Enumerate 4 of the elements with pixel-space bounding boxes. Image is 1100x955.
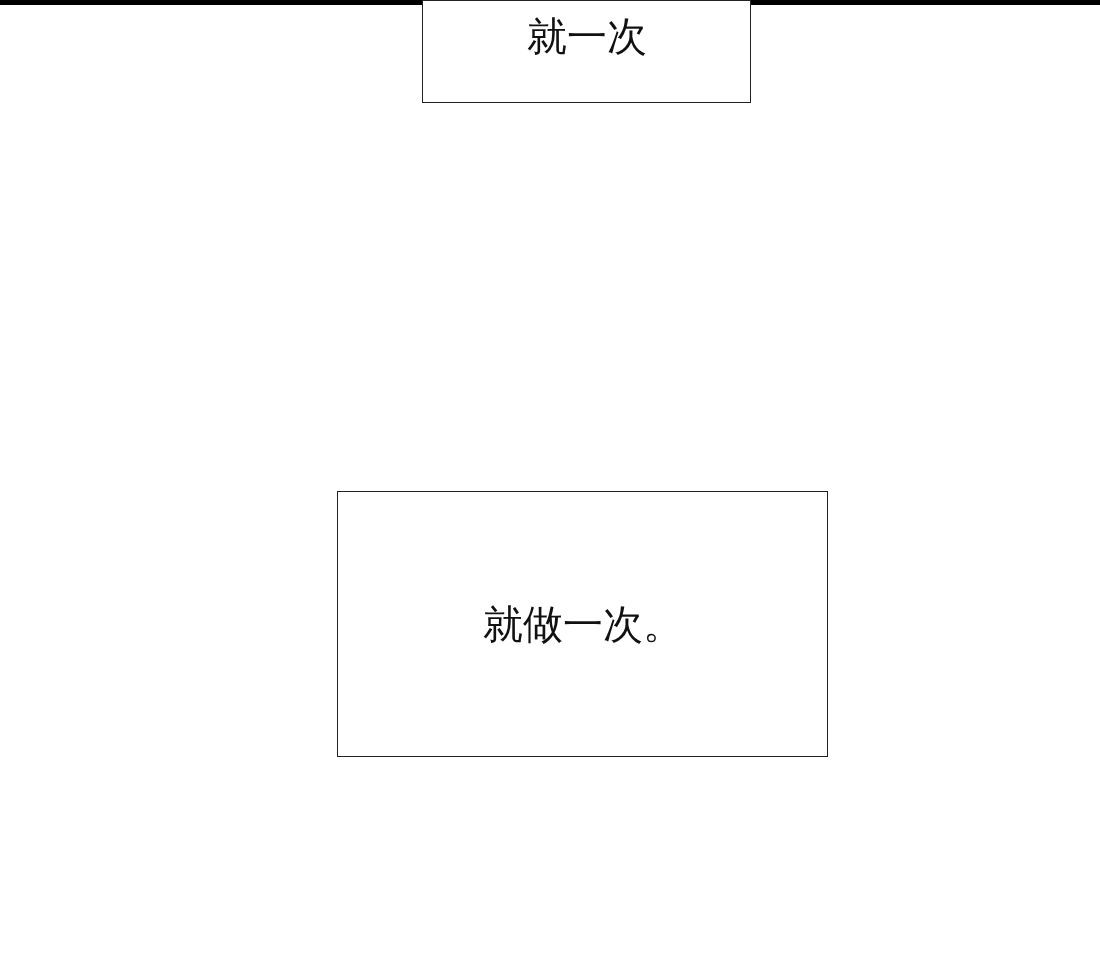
dialogue-text: 就一次	[526, 12, 647, 61]
speech-box	[337, 491, 828, 757]
speech-box	[422, 0, 751, 103]
dialogue-text: 就做一次。	[482, 599, 683, 649]
